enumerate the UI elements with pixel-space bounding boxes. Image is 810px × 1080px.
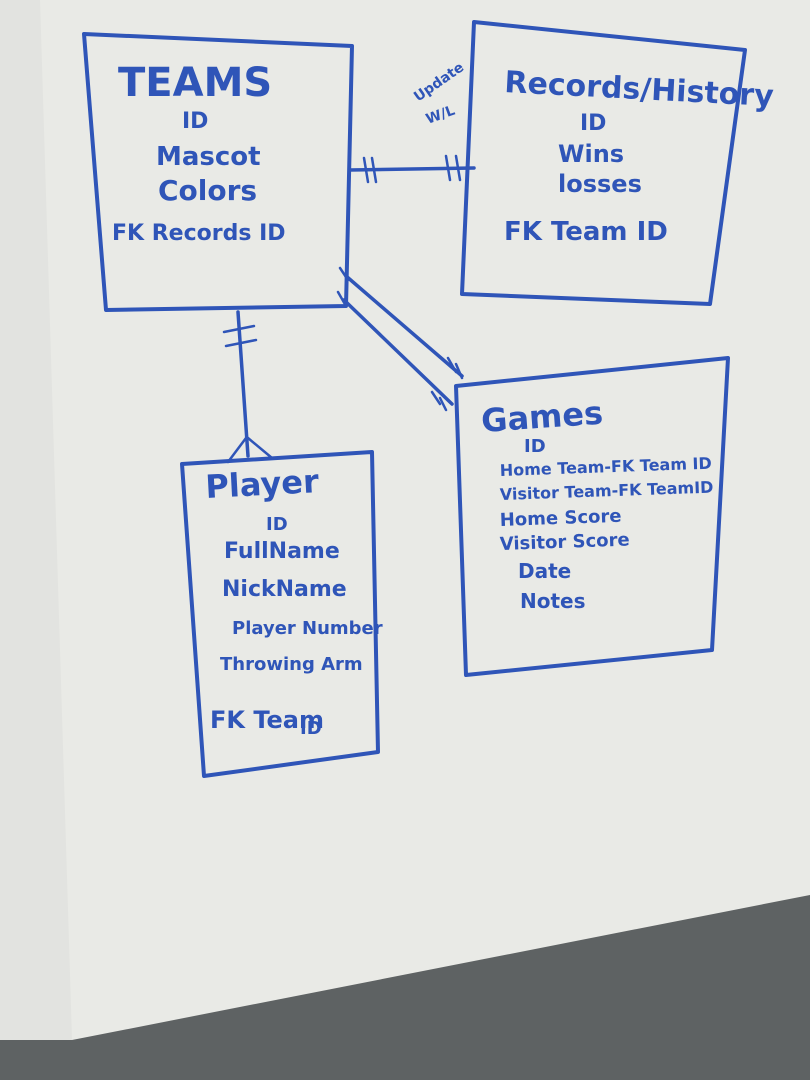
teams-records-relationship (348, 154, 476, 184)
player-field-fk-team-id: ID (300, 718, 322, 739)
player-entity-box (180, 450, 380, 778)
whiteboard-shadow (0, 0, 72, 1040)
teams-field-fk-records-id: FK Records ID (112, 221, 286, 246)
games-field-id: ID (524, 436, 546, 457)
games-title: Games (480, 394, 604, 440)
player-title: Player (204, 462, 319, 506)
player-field-fullname: FullName (224, 539, 340, 564)
games-entity-box (454, 356, 730, 677)
teams-player-relationship (222, 310, 274, 464)
teams-games-relationship (336, 266, 464, 412)
records-field-wins: Wins (558, 140, 624, 168)
games-field-notes: Notes (520, 589, 586, 613)
player-field-throwing-arm: Throwing Arm (220, 654, 363, 675)
player-field-fk-team: FK Team (210, 706, 324, 734)
teams-field-mascot: Mascot (156, 142, 261, 172)
records-field-id: ID (580, 111, 606, 136)
player-field-id: ID (266, 514, 288, 535)
games-field-home-score: Home Score (499, 506, 621, 531)
teams-field-id: ID (182, 109, 208, 134)
games-field-visitor-score: Visitor Score (499, 529, 630, 555)
records-entity-box (460, 20, 747, 306)
records-field-losses: losses (558, 170, 642, 198)
whiteboard (0, 0, 810, 1040)
player-field-nickname: NickName (222, 577, 347, 602)
teams-field-colors: Colors (158, 174, 257, 207)
records-field-fk-team-id: FK Team ID (504, 217, 668, 247)
teams-title: TEAMS (118, 60, 272, 106)
games-field-date: Date (518, 559, 571, 583)
player-field-player-number: Player Number (232, 618, 383, 639)
